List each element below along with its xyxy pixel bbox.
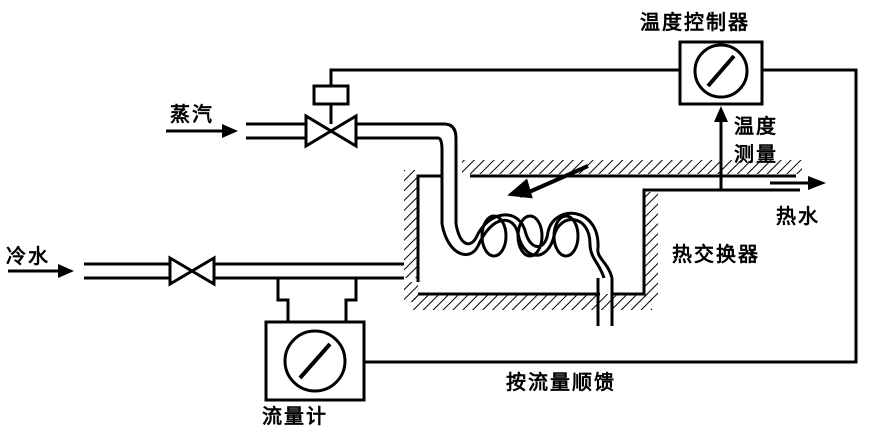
- cold-water-valve: [168, 255, 216, 287]
- cold-water-label: 冷水: [6, 244, 50, 268]
- temperature-probe: [507, 164, 589, 199]
- flow-feedforward-label: 按流量顺馈: [506, 370, 616, 394]
- vessel-left-wall-hatch: [404, 170, 418, 278]
- temperature-controller-needle: [706, 54, 736, 88]
- steam-valve-right-wedge: [328, 113, 358, 149]
- flow-meter-label: 流量计: [262, 404, 328, 428]
- steam-flow-arrow: [166, 124, 238, 138]
- temperature-controller: [678, 40, 764, 106]
- cold-water-line: [84, 262, 404, 280]
- steam-valve-left-wedge: [304, 113, 334, 149]
- controller-to-valve-signal: [329, 68, 680, 86]
- flow-feedforward-signal: [364, 68, 858, 364]
- heat-exchanger-label: 热交换器: [672, 242, 760, 266]
- flow-meter-connector: [276, 278, 358, 324]
- temperature-measurement-label-line1: 温度: [734, 114, 778, 138]
- temperature-measurement-arrow: [714, 106, 728, 122]
- vessel-inlet-hatch: [404, 282, 418, 302]
- flow-meter: [264, 278, 366, 402]
- temperature-controller-label: 温度控制器: [640, 10, 750, 34]
- vessel-right-wall-hatch: [644, 192, 658, 302]
- cold-water-valve-left-wedge: [168, 255, 195, 287]
- steam-line: [246, 122, 458, 224]
- vessel-top-hatch: [462, 160, 802, 174]
- steam-label: 蒸汽: [170, 102, 214, 126]
- cold-water-valve-right-wedge: [189, 255, 216, 287]
- hot-water-flow-arrow: [770, 176, 826, 190]
- signal-lines: [329, 68, 858, 364]
- arrows: [8, 106, 826, 278]
- steam-coil: [440, 211, 614, 326]
- flow-meter-needle: [298, 342, 332, 380]
- hot-water-label: 热水: [776, 204, 820, 228]
- steam-control-valve: [304, 84, 358, 149]
- vessel-bottom-hatch: [412, 294, 652, 310]
- vessel-inner-left: [416, 174, 442, 282]
- cold-water-flow-arrow: [8, 264, 74, 278]
- steam-valve-actuator: [312, 84, 350, 106]
- temperature-measurement-label-line2: 测量: [734, 142, 778, 166]
- heat-exchanger-vessel: [404, 160, 802, 310]
